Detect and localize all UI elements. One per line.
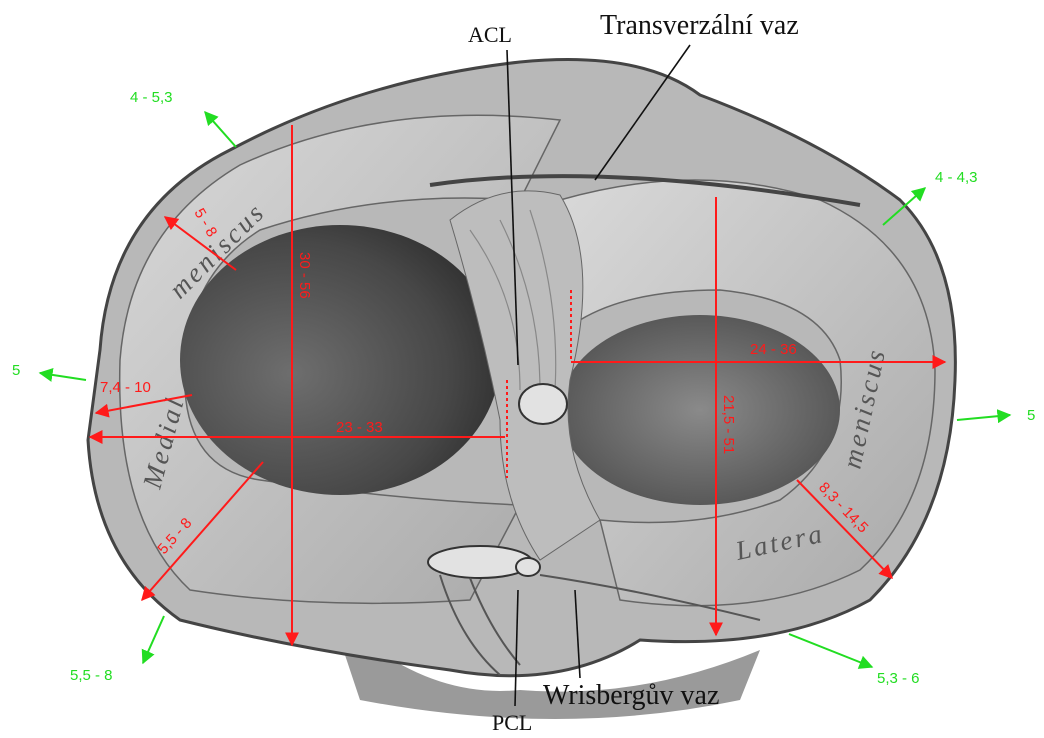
medial-anterior-width-arrow: [205, 112, 236, 147]
lateral-middle-width-arrow: [957, 415, 1010, 420]
medial-ml-value: 23 - 33: [336, 419, 383, 436]
medial-body-value: 7,4 - 10: [100, 379, 151, 396]
medial-anterior-width-value: 4 - 5,3: [130, 89, 173, 106]
lateral-middle-width-value: 5: [1027, 407, 1035, 424]
lateral-condyle-surface: [560, 315, 840, 505]
pcl-cut-end: [428, 546, 532, 578]
medial-posterior-width-value: 5,5 - 8: [70, 667, 113, 684]
acl-cut-end: [519, 384, 567, 424]
acl-label: ACL: [468, 22, 512, 47]
wrisberg-cut-end: [516, 558, 540, 576]
medial-posterior-width-arrow: [143, 616, 164, 663]
lateral-posterior-width-arrow: [789, 634, 872, 667]
lateral-ml-value: 24 - 36: [750, 341, 797, 358]
transverse-ligament-label: Transverzální vaz: [600, 10, 799, 41]
lateral-anterior-width-value: 4 - 4,3: [935, 169, 978, 186]
medial-condyle-surface: [180, 225, 500, 495]
lateral-posterior-width-value: 5,3 - 6: [877, 670, 920, 687]
lateral-ap-value: 21,5 - 51: [720, 395, 737, 454]
medial-ap-value: 30 - 56: [296, 252, 313, 299]
medial-middle-width-value: 5: [12, 362, 20, 379]
medial-middle-width-arrow: [40, 373, 86, 380]
wrisberg-ligament-label: Wrisbergův vaz: [543, 680, 719, 711]
pcl-label: PCL: [492, 710, 532, 735]
